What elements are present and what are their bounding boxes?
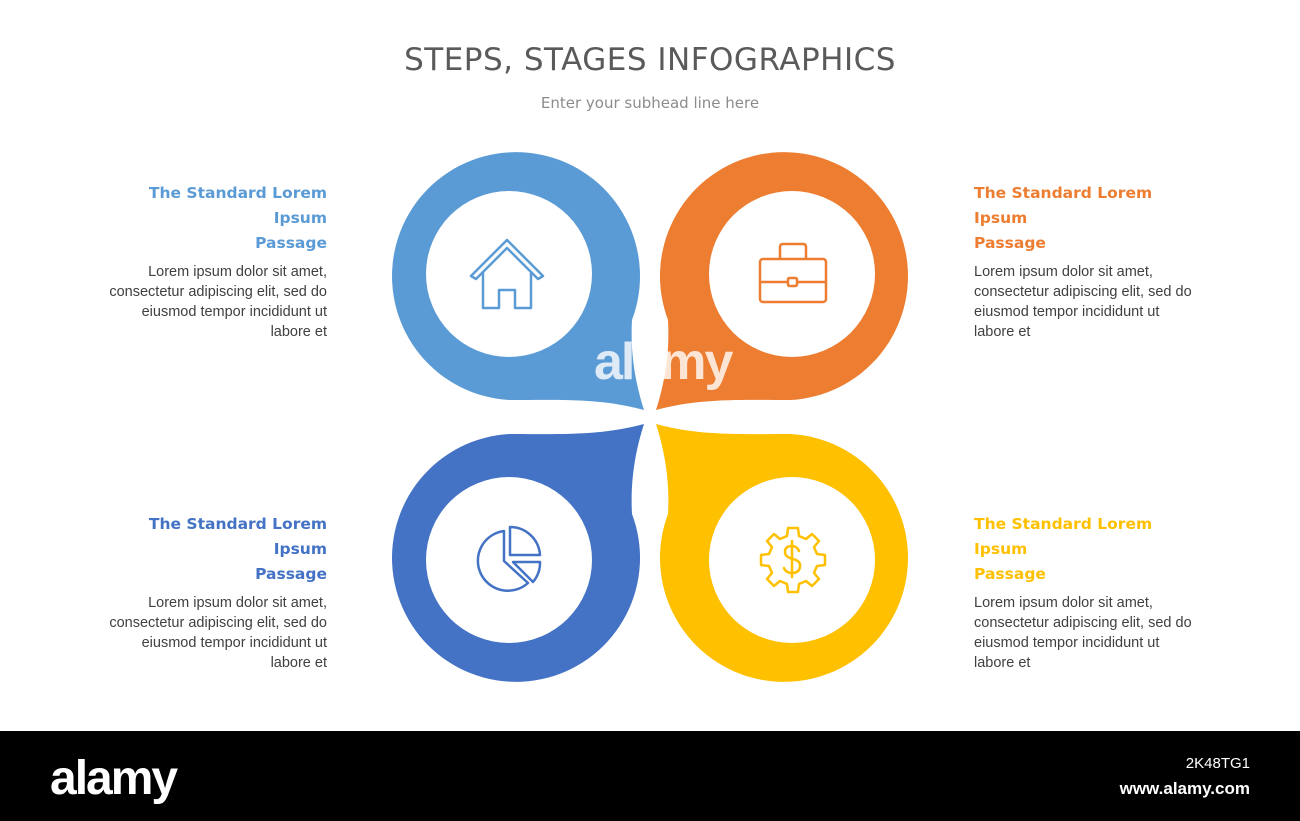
step-3-heading-line-1: The Standard Lorem Ipsum <box>148 515 327 558</box>
step-1-text: The Standard Lorem Ipsum Passage Lorem i… <box>92 181 327 342</box>
step-1-body-line: Lorem ipsum dolor sit amet, <box>148 264 327 280</box>
petal-hole-1 <box>426 191 592 357</box>
step-3-body-line: Lorem ipsum dolor sit amet, <box>148 595 327 611</box>
step-4-text: The Standard Lorem Ipsum Passage Lorem i… <box>974 512 1209 673</box>
footer-image-id: 2K48TG1 <box>1185 755 1250 772</box>
step-2-heading: The Standard Lorem Ipsum Passage <box>974 181 1209 256</box>
petal-step-2 <box>656 152 908 410</box>
step-4-heading: The Standard Lorem Ipsum Passage <box>974 512 1209 587</box>
watermark-center: alamy <box>594 333 733 391</box>
step-4-body: Lorem ipsum dolor sit amet, consectetur … <box>974 593 1209 673</box>
infographic-slide: STEPS, STAGES INFOGRAPHICS Enter your su… <box>92 42 1209 682</box>
footer-logo: alamy <box>50 752 178 805</box>
step-2-text: The Standard Lorem Ipsum Passage Lorem i… <box>974 181 1209 342</box>
petal-step-3 <box>392 424 644 682</box>
footer-url: www.alamy.com <box>1119 779 1250 798</box>
step-3-text: The Standard Lorem Ipsum Passage Lorem i… <box>92 512 327 673</box>
step-1-heading-line-2: Passage <box>255 234 327 252</box>
petal-step-4 <box>656 424 908 682</box>
house-icon <box>469 238 545 310</box>
petal-hole-2 <box>709 191 875 357</box>
step-1-body-line: consectetur adipiscing elit, sed do <box>109 284 327 300</box>
step-4-body-line: eiusmod tempor incididunt ut <box>974 635 1160 651</box>
watermark-footer-bar: alamy 2K48TG1 www.alamy.com <box>0 731 1300 821</box>
gear-dollar-icon <box>759 526 827 594</box>
step-3-body-line: labore et <box>270 655 327 671</box>
step-2-body-line: consectetur adipiscing elit, sed do <box>974 284 1192 300</box>
step-3-body-line: consectetur adipiscing elit, sed do <box>109 615 327 631</box>
pie-chart-icon <box>476 525 542 592</box>
step-4-heading-line-1: The Standard Lorem Ipsum <box>974 515 1153 558</box>
step-3-heading: The Standard Lorem Ipsum Passage <box>92 512 327 587</box>
briefcase-icon <box>758 242 828 304</box>
step-4-heading-line-2: Passage <box>974 565 1046 583</box>
step-2-body-line: eiusmod tempor incididunt ut <box>974 304 1160 320</box>
four-petal-diagram <box>392 152 908 682</box>
step-4-body-line: Lorem ipsum dolor sit amet, <box>974 595 1153 611</box>
step-2-heading-line-2: Passage <box>974 234 1046 252</box>
step-3-heading-line-2: Passage <box>255 565 327 583</box>
step-4-body-line: labore et <box>974 655 1031 671</box>
step-3-body: Lorem ipsum dolor sit amet, consectetur … <box>92 593 327 673</box>
step-2-body-line: Lorem ipsum dolor sit amet, <box>974 264 1153 280</box>
page-title: STEPS, STAGES INFOGRAPHICS <box>404 42 896 78</box>
step-2-body-line: labore et <box>974 324 1031 340</box>
step-2-heading-line-1: The Standard Lorem Ipsum <box>974 184 1153 227</box>
petal-hole-3 <box>426 477 592 643</box>
petal-step-1 <box>392 152 644 410</box>
step-1-body: Lorem ipsum dolor sit amet, consectetur … <box>92 262 327 342</box>
step-4-body-line: consectetur adipiscing elit, sed do <box>974 615 1192 631</box>
step-1-heading-line-1: The Standard Lorem Ipsum <box>148 184 327 227</box>
step-2-body: Lorem ipsum dolor sit amet, consectetur … <box>974 262 1209 342</box>
step-3-body-line: eiusmod tempor incididunt ut <box>141 635 327 651</box>
step-1-heading: The Standard Lorem Ipsum Passage <box>92 181 327 256</box>
page-subtitle: Enter your subhead line here <box>540 94 760 112</box>
step-1-body-line: eiusmod tempor incididunt ut <box>141 304 327 320</box>
step-1-body-line: labore et <box>270 324 327 340</box>
